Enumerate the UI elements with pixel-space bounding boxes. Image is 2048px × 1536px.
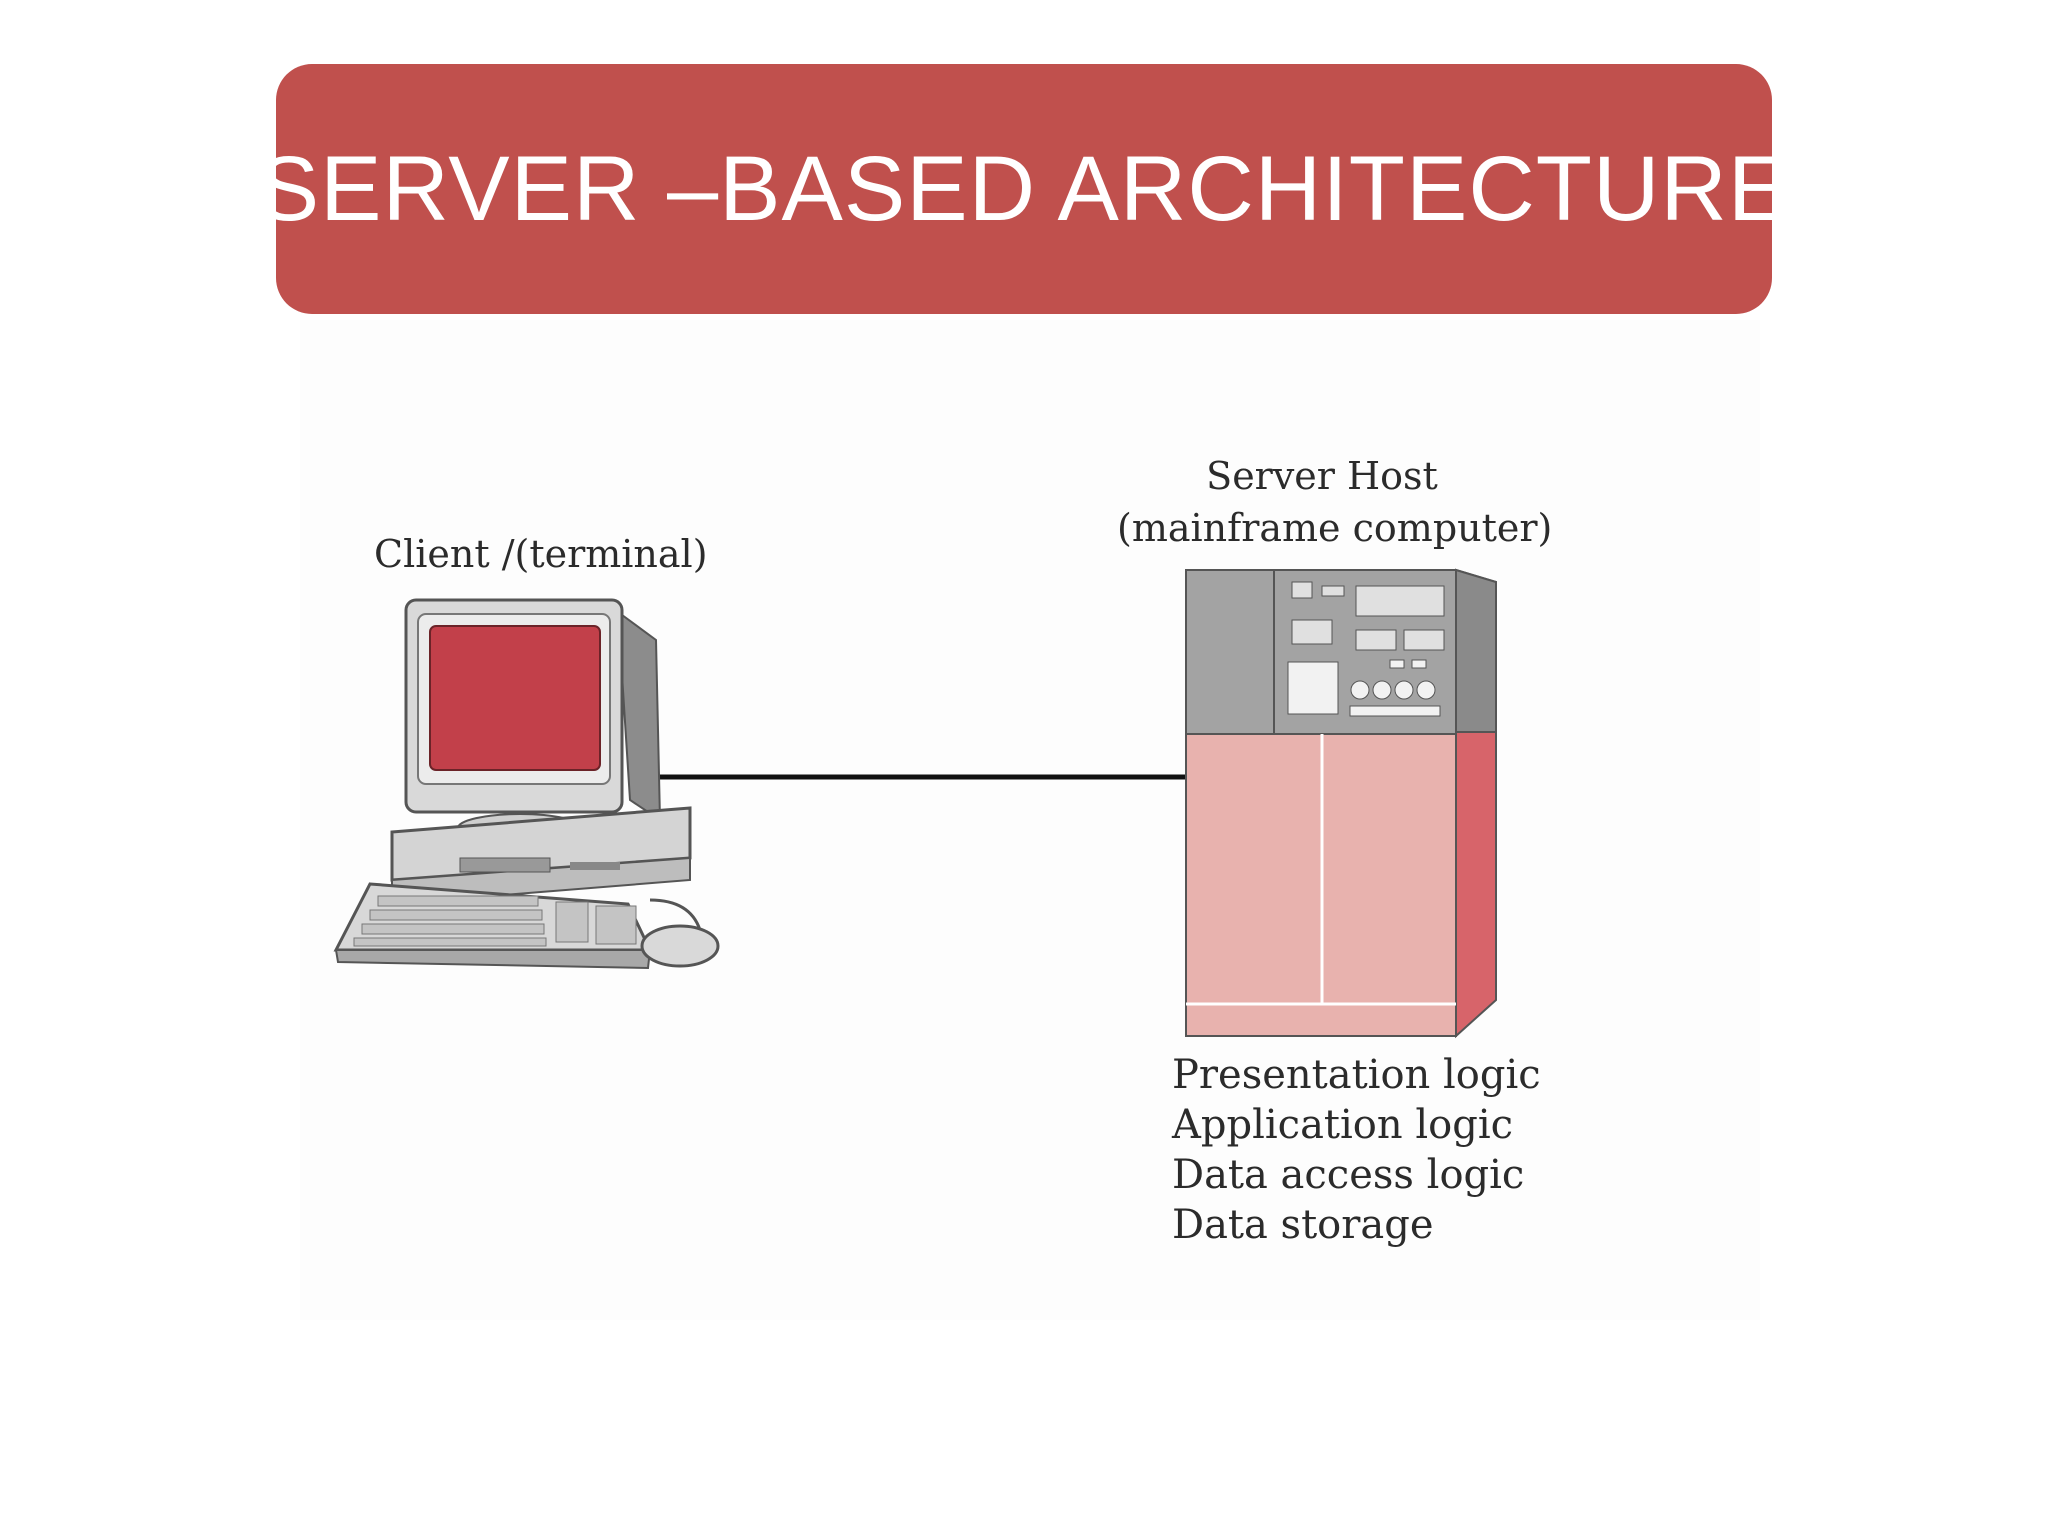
client-terminal-icon [333, 598, 720, 970]
logic-layer-list: Presentation logic Application logic Dat… [1172, 1050, 1541, 1250]
list-item: Presentation logic [1172, 1052, 1541, 1098]
list-item: Data access logic [1172, 1152, 1525, 1198]
mainframe-server-icon [1185, 568, 1497, 1039]
server-label: Server Host (mainframe computer) [1117, 450, 1553, 554]
list-item: Data storage [1172, 1202, 1434, 1248]
server-label-line1: Server Host [1206, 454, 1438, 498]
terminal-screen [429, 625, 601, 771]
title-banner: SERVER –BASED ARCHITECTURE [258, 64, 1789, 314]
server-label-line2: (mainframe computer) [1117, 506, 1553, 550]
mouse-icon [640, 924, 720, 968]
slide-title: SERVER –BASED ARCHITECTURE [257, 137, 1791, 240]
list-item: Application logic [1172, 1102, 1514, 1148]
client-label: Client /(terminal) [374, 532, 708, 576]
